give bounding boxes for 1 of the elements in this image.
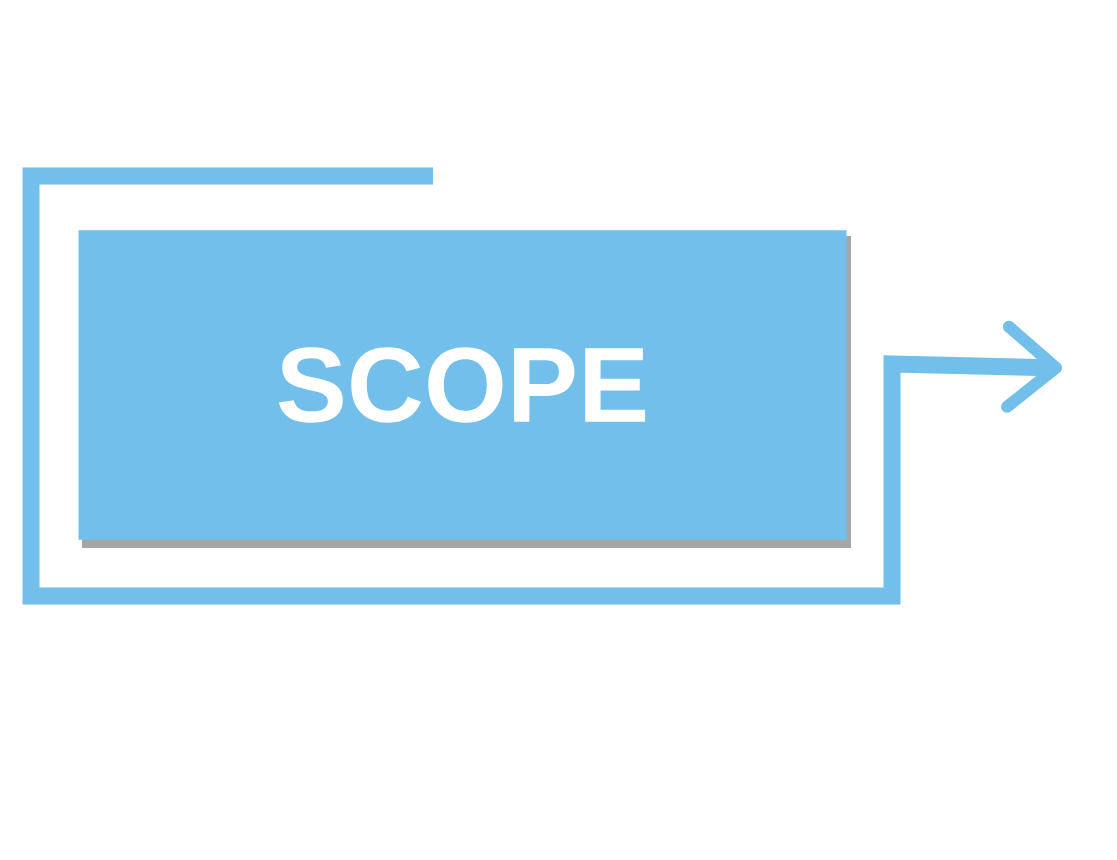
process-box: SCOPE xyxy=(78,230,851,548)
